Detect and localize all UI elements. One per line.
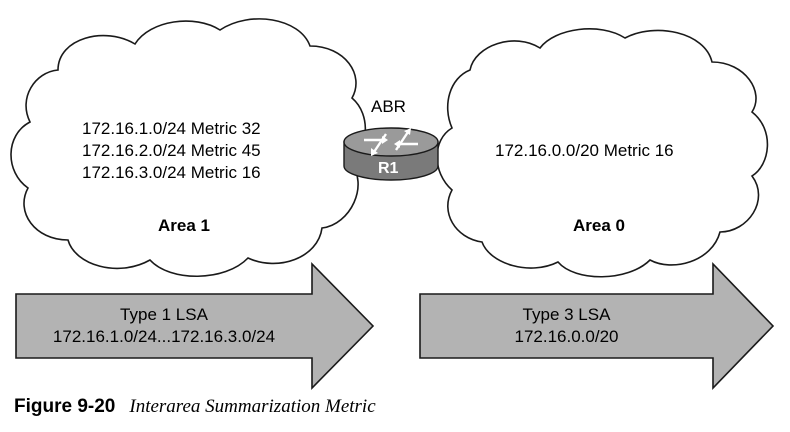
router-icon [343, 127, 439, 181]
figure-number: Figure 9-20 [14, 396, 116, 417]
area-1-label: Area 1 [158, 216, 210, 235]
router-name-label: R1 [378, 160, 399, 177]
area-1-route-1: 172.16.1.0/24 Metric 32 [82, 119, 261, 138]
abr-label: ABR [371, 97, 406, 116]
area-0-label: Area 0 [573, 216, 625, 235]
area-1-route-3: 172.16.3.0/24 Metric 16 [82, 163, 261, 182]
area-1-cloud [10, 18, 367, 277]
type-3-lsa-title: Type 3 LSA [522, 305, 611, 324]
type-1-lsa-prefixes: 172.16.1.0/24...172.16.3.0/24 [52, 327, 276, 346]
area-0-route-1: 172.16.0.0/20 Metric 16 [495, 141, 674, 160]
area-0-cloud [436, 28, 769, 278]
type-1-lsa-arrow [15, 262, 375, 390]
figure-caption: Figure 9-20 Interarea Summarization Metri… [14, 396, 376, 418]
type-3-lsa-arrow [419, 262, 775, 390]
area-1-route-2: 172.16.2.0/24 Metric 45 [82, 141, 261, 160]
figure-title: Interarea Summarization Metric [129, 396, 376, 417]
type-1-lsa-title: Type 1 LSA [120, 305, 208, 324]
type-3-lsa-prefixes: 172.16.0.0/20 [514, 327, 619, 346]
